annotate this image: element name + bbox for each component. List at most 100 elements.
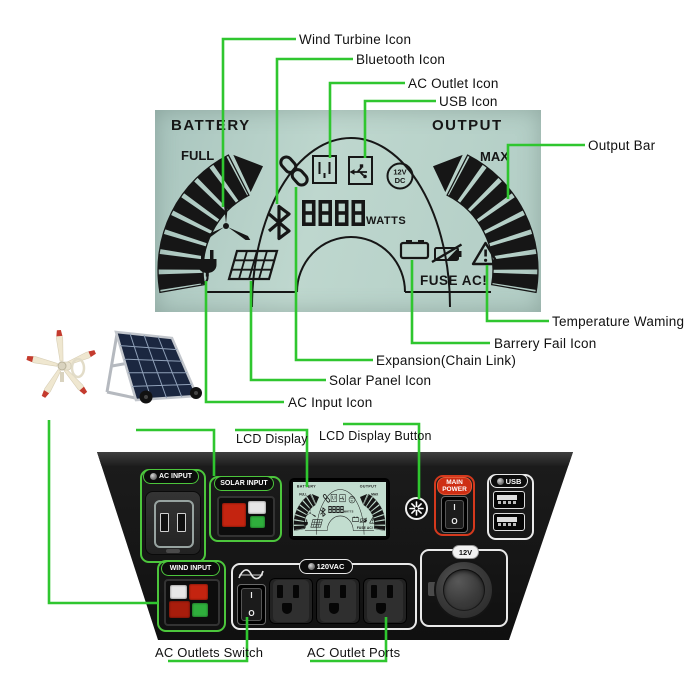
dc12-group: 12V [420, 545, 508, 627]
lcd-battery-label: BATTERY [171, 117, 251, 134]
ac-outlet-port-1[interactable] [269, 578, 313, 624]
battery-icon [352, 516, 360, 522]
ac-input-plug-icon [198, 250, 217, 285]
ac-outlet-port-3[interactable] [363, 578, 407, 624]
wind-turbine-icon [304, 505, 316, 517]
lcd-display-button[interactable] [405, 497, 428, 520]
watts-digits [328, 506, 344, 514]
usb-text: USB [505, 476, 522, 486]
ac-outlet-icon [330, 494, 337, 502]
lcd-max-label: MAX [371, 492, 379, 496]
ac-outlets-switch[interactable]: I O [237, 584, 266, 625]
usb-port-1[interactable] [493, 491, 525, 509]
svg-text:DC: DC [351, 500, 354, 502]
vac-group: 120VAC I O [231, 559, 417, 630]
switch-off-mark: O [248, 609, 255, 618]
wind-input-label: WIND INPUT [161, 561, 220, 576]
wind-input-port[interactable] [164, 579, 220, 626]
svg-text:12V: 12V [393, 168, 406, 177]
callout-ac-outlet-ports: AC Outlet Ports [307, 645, 401, 660]
switch-on-mark: I [250, 591, 253, 600]
wind-turbine-image [26, 329, 96, 398]
bluetooth-icon [320, 507, 326, 517]
wind-input-group: WIND INPUT [157, 560, 226, 632]
svg-text:DC: DC [395, 176, 406, 185]
lcd-output-label: OUTPUT [432, 117, 503, 134]
callout-ac-outlets-switch: AC Outlets Switch [155, 645, 264, 660]
wind-connector-red-top [189, 584, 208, 600]
callout-ac-outlet: AC Outlet Icon [408, 76, 499, 91]
svg-text:12V: 12V [350, 498, 354, 500]
usb-label: USB [490, 474, 528, 488]
sine-wave-icon [238, 569, 264, 580]
usb-port-2[interactable] [493, 513, 525, 531]
battery-fail-icon [359, 517, 367, 523]
ac-input-slot-left [160, 513, 169, 532]
ac-outlet-icon [312, 155, 337, 184]
fuse-ac-label: FUSE AC! [357, 526, 373, 530]
ac-input-label: AC INPUT [143, 469, 199, 484]
watts-digits [302, 200, 365, 226]
solar-input-label: SOLAR INPUT [214, 476, 274, 491]
callout-lcd-button: LCD Display Button [319, 429, 432, 443]
solar-input-port[interactable] [217, 496, 275, 537]
main-power-label: MAIN POWER [437, 477, 472, 495]
screw-icon [307, 563, 315, 570]
solar-connector-red [222, 503, 246, 527]
temperature-warning-icon [369, 517, 376, 524]
usb-icon [339, 494, 346, 503]
ac-input-port[interactable] [145, 491, 201, 555]
callout-bluetooth: Bluetooth Icon [356, 52, 446, 67]
switch-off-mark: O [451, 517, 458, 526]
wind-connector-green [192, 603, 208, 617]
callout-expansion: Expansion(Chain Link) [376, 353, 517, 368]
vac-label: 120VAC [299, 559, 353, 574]
wind-connector-white [170, 585, 187, 599]
ac-outlet-port-2[interactable] [316, 578, 360, 624]
callout-usb: USB Icon [439, 94, 498, 109]
lcd-max-label: MAX [480, 149, 509, 164]
ac-input-text: AC INPUT [158, 473, 193, 480]
lcd-full-label: FULL [299, 492, 307, 496]
callout-battery-fail: Barrery Fail Icon [494, 336, 597, 351]
usb-group: USB [487, 474, 534, 540]
callout-ac-input: AC Input Icon [288, 395, 373, 410]
vac-text: 120VAC [316, 562, 345, 571]
switch-on-mark: I [453, 503, 456, 512]
dc12-socket[interactable] [434, 560, 494, 620]
wind-connector-red-bottom [169, 601, 190, 618]
solar-connector-white [248, 501, 266, 514]
battery-fail-icon [431, 243, 463, 264]
lcd-inner-arc [296, 236, 406, 293]
panel-bevel [97, 452, 573, 466]
lcd-outer-arc [316, 489, 365, 535]
screw-icon [149, 473, 157, 480]
bluetooth-icon [267, 204, 291, 241]
ac-input-slot-right [177, 513, 186, 532]
lcd-inner-arc [326, 515, 354, 531]
battery-icon [399, 240, 430, 260]
main-power-text-1: MAIN [446, 479, 463, 486]
callout-solar-panel: Solar Panel Icon [329, 373, 432, 388]
callout-wind-turbine: Wind Turbine Icon [299, 32, 412, 47]
watts-unit-label: WATTS [366, 215, 406, 227]
main-power-switch[interactable]: I O [441, 496, 468, 533]
main-power-text-2: POWER [442, 486, 467, 493]
ac-input-plug-icon [303, 519, 308, 529]
lcd-battery-label: BATTERY [297, 484, 316, 488]
dc12-label: 12V [452, 545, 479, 559]
usb-icon [348, 156, 373, 185]
solar-input-group: SOLAR INPUT [209, 476, 282, 542]
main-power-group: MAIN POWER I O [434, 475, 475, 536]
ac-input-tab [166, 549, 180, 553]
dc12-text: 12V [458, 547, 473, 557]
solar-panel-icon [310, 519, 323, 528]
battery-bar-left [293, 493, 320, 531]
callout-output-bar: Output Bar [588, 138, 656, 153]
